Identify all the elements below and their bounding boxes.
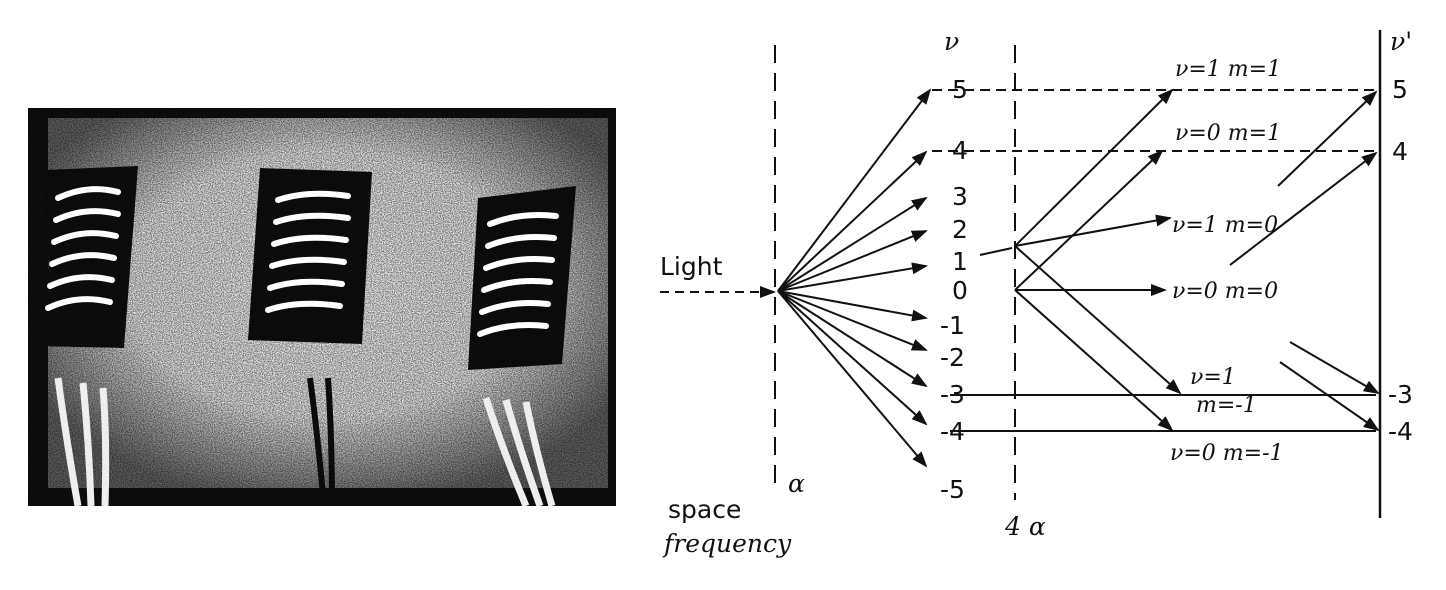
right-order-label: 5 xyxy=(1392,75,1408,104)
order-label: -4 xyxy=(940,417,965,446)
mode-label-nu1: ν=1 xyxy=(1190,365,1236,390)
order-label: -1 xyxy=(940,311,965,340)
space-label: space xyxy=(668,495,741,524)
order-label: -2 xyxy=(940,343,965,372)
second-stage-rays xyxy=(1014,88,1182,432)
order-label: 2 xyxy=(952,215,968,244)
diffraction-fan xyxy=(777,88,932,468)
right-order-label: -3 xyxy=(1388,380,1413,409)
order-label: 1 xyxy=(952,247,968,276)
mode-label-m-minus1: m=-1 xyxy=(1196,393,1257,418)
order-label: 4 xyxy=(952,136,968,165)
four-alpha-label: 4 α xyxy=(1004,512,1046,541)
level-1-stub xyxy=(979,247,1013,256)
mode-label-nu1-m0: ν=1 m=0 xyxy=(1172,213,1278,238)
alpha-label: α xyxy=(788,469,805,498)
order-label: 5 xyxy=(952,75,968,104)
order-label: 0 xyxy=(952,276,968,305)
right-order-label: -4 xyxy=(1388,417,1413,446)
fringe-block-left xyxy=(38,166,138,506)
order-label: 3 xyxy=(952,182,968,211)
fringe-block-center xyxy=(248,168,372,506)
mode-label-nu0-m-minus1: ν=0 m=-1 xyxy=(1170,441,1284,466)
screen-incident-rays xyxy=(1229,90,1380,432)
right-order-label: 4 xyxy=(1392,137,1408,166)
order-label: -5 xyxy=(940,475,965,504)
nu-prime-label: ν' xyxy=(1390,27,1412,56)
order-label: -3 xyxy=(940,380,965,409)
light-label: Light xyxy=(660,252,723,281)
nu-axis-label: ν xyxy=(944,27,959,56)
mode-label-nu0-m1: ν=0 m=1 xyxy=(1175,121,1281,146)
mode-label-nu0-m0: ν=0 m=0 xyxy=(1172,279,1278,304)
frequency-label: frequency xyxy=(662,529,792,558)
order-labels: 5 4 3 2 1 0 -1 -2 -3 -4 -5 xyxy=(940,75,968,504)
mode-label-nu1-m1: ν=1 m=1 xyxy=(1175,57,1281,82)
photograph-panel xyxy=(28,108,616,506)
fringe-block-right xyxy=(468,186,576,506)
